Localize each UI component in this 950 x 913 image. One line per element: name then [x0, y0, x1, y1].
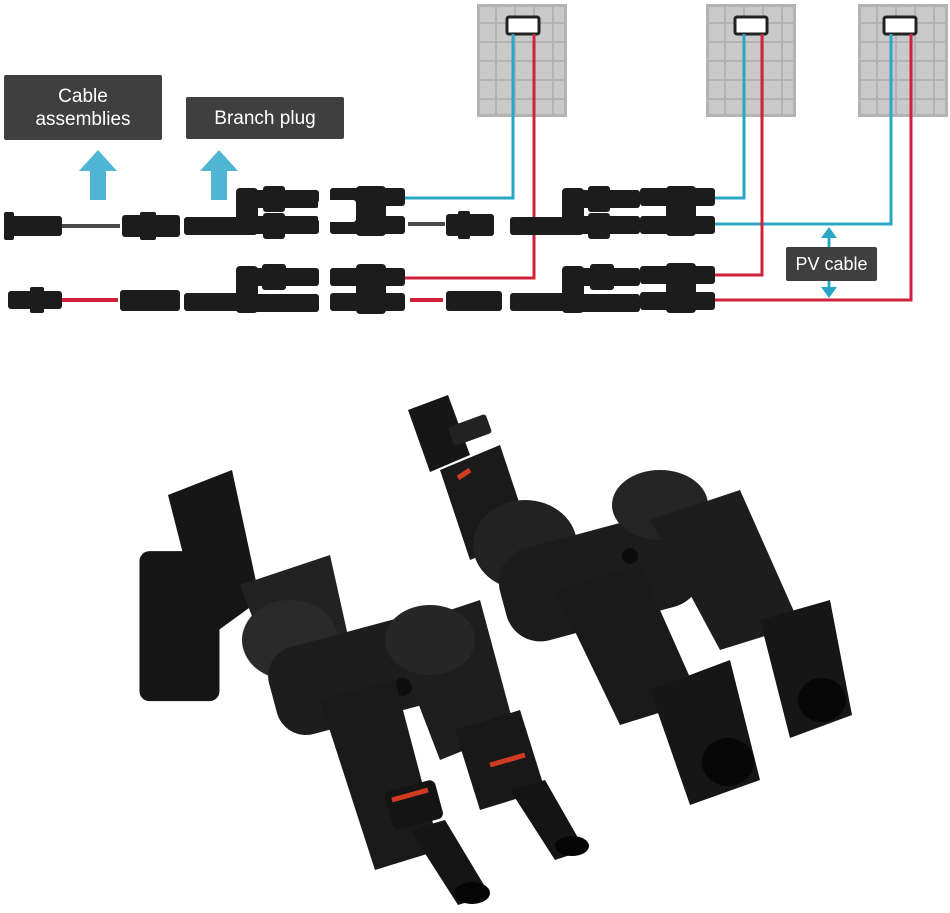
- up-arrow-icon: [79, 150, 117, 200]
- product-photo-right-connector: [408, 395, 852, 805]
- mc4-connector: [446, 291, 502, 311]
- black-cables: [62, 222, 445, 228]
- solar-panel-icon: [706, 4, 796, 117]
- branch-plug: [184, 186, 319, 239]
- cable-assemblies-label-line1: Cable: [58, 85, 108, 107]
- mc4-connector: [120, 290, 180, 311]
- junction-box-icon: [733, 15, 769, 36]
- branch-plug: [184, 264, 319, 313]
- pv-cable-label: PV cable: [786, 247, 877, 281]
- branch-plug: [510, 264, 640, 313]
- junction-box-icon: [505, 15, 541, 36]
- connector-row-top: [4, 186, 715, 240]
- mc4-connector: [4, 216, 62, 236]
- junction-box-icon: [882, 15, 918, 36]
- branch-plug: [640, 186, 715, 236]
- branch-plug: [510, 186, 640, 239]
- product-photo-left-connector: [139, 470, 589, 905]
- cable-assemblies-label: Cable assemblies: [4, 75, 162, 140]
- positive-wires: [62, 34, 913, 302]
- branch-plug: [640, 263, 715, 313]
- negative-wires: [405, 34, 893, 226]
- branch-plug-label: Branch plug: [186, 97, 344, 139]
- branch-plug: [318, 186, 405, 236]
- solar-panel-icon: [477, 4, 567, 117]
- branch-plug: [330, 264, 405, 314]
- solar-panel-icon: [858, 4, 948, 117]
- connector-row-bottom: [8, 263, 715, 314]
- up-arrow-icon: [200, 150, 238, 200]
- cable-assemblies-label-line2: assemblies: [35, 108, 131, 130]
